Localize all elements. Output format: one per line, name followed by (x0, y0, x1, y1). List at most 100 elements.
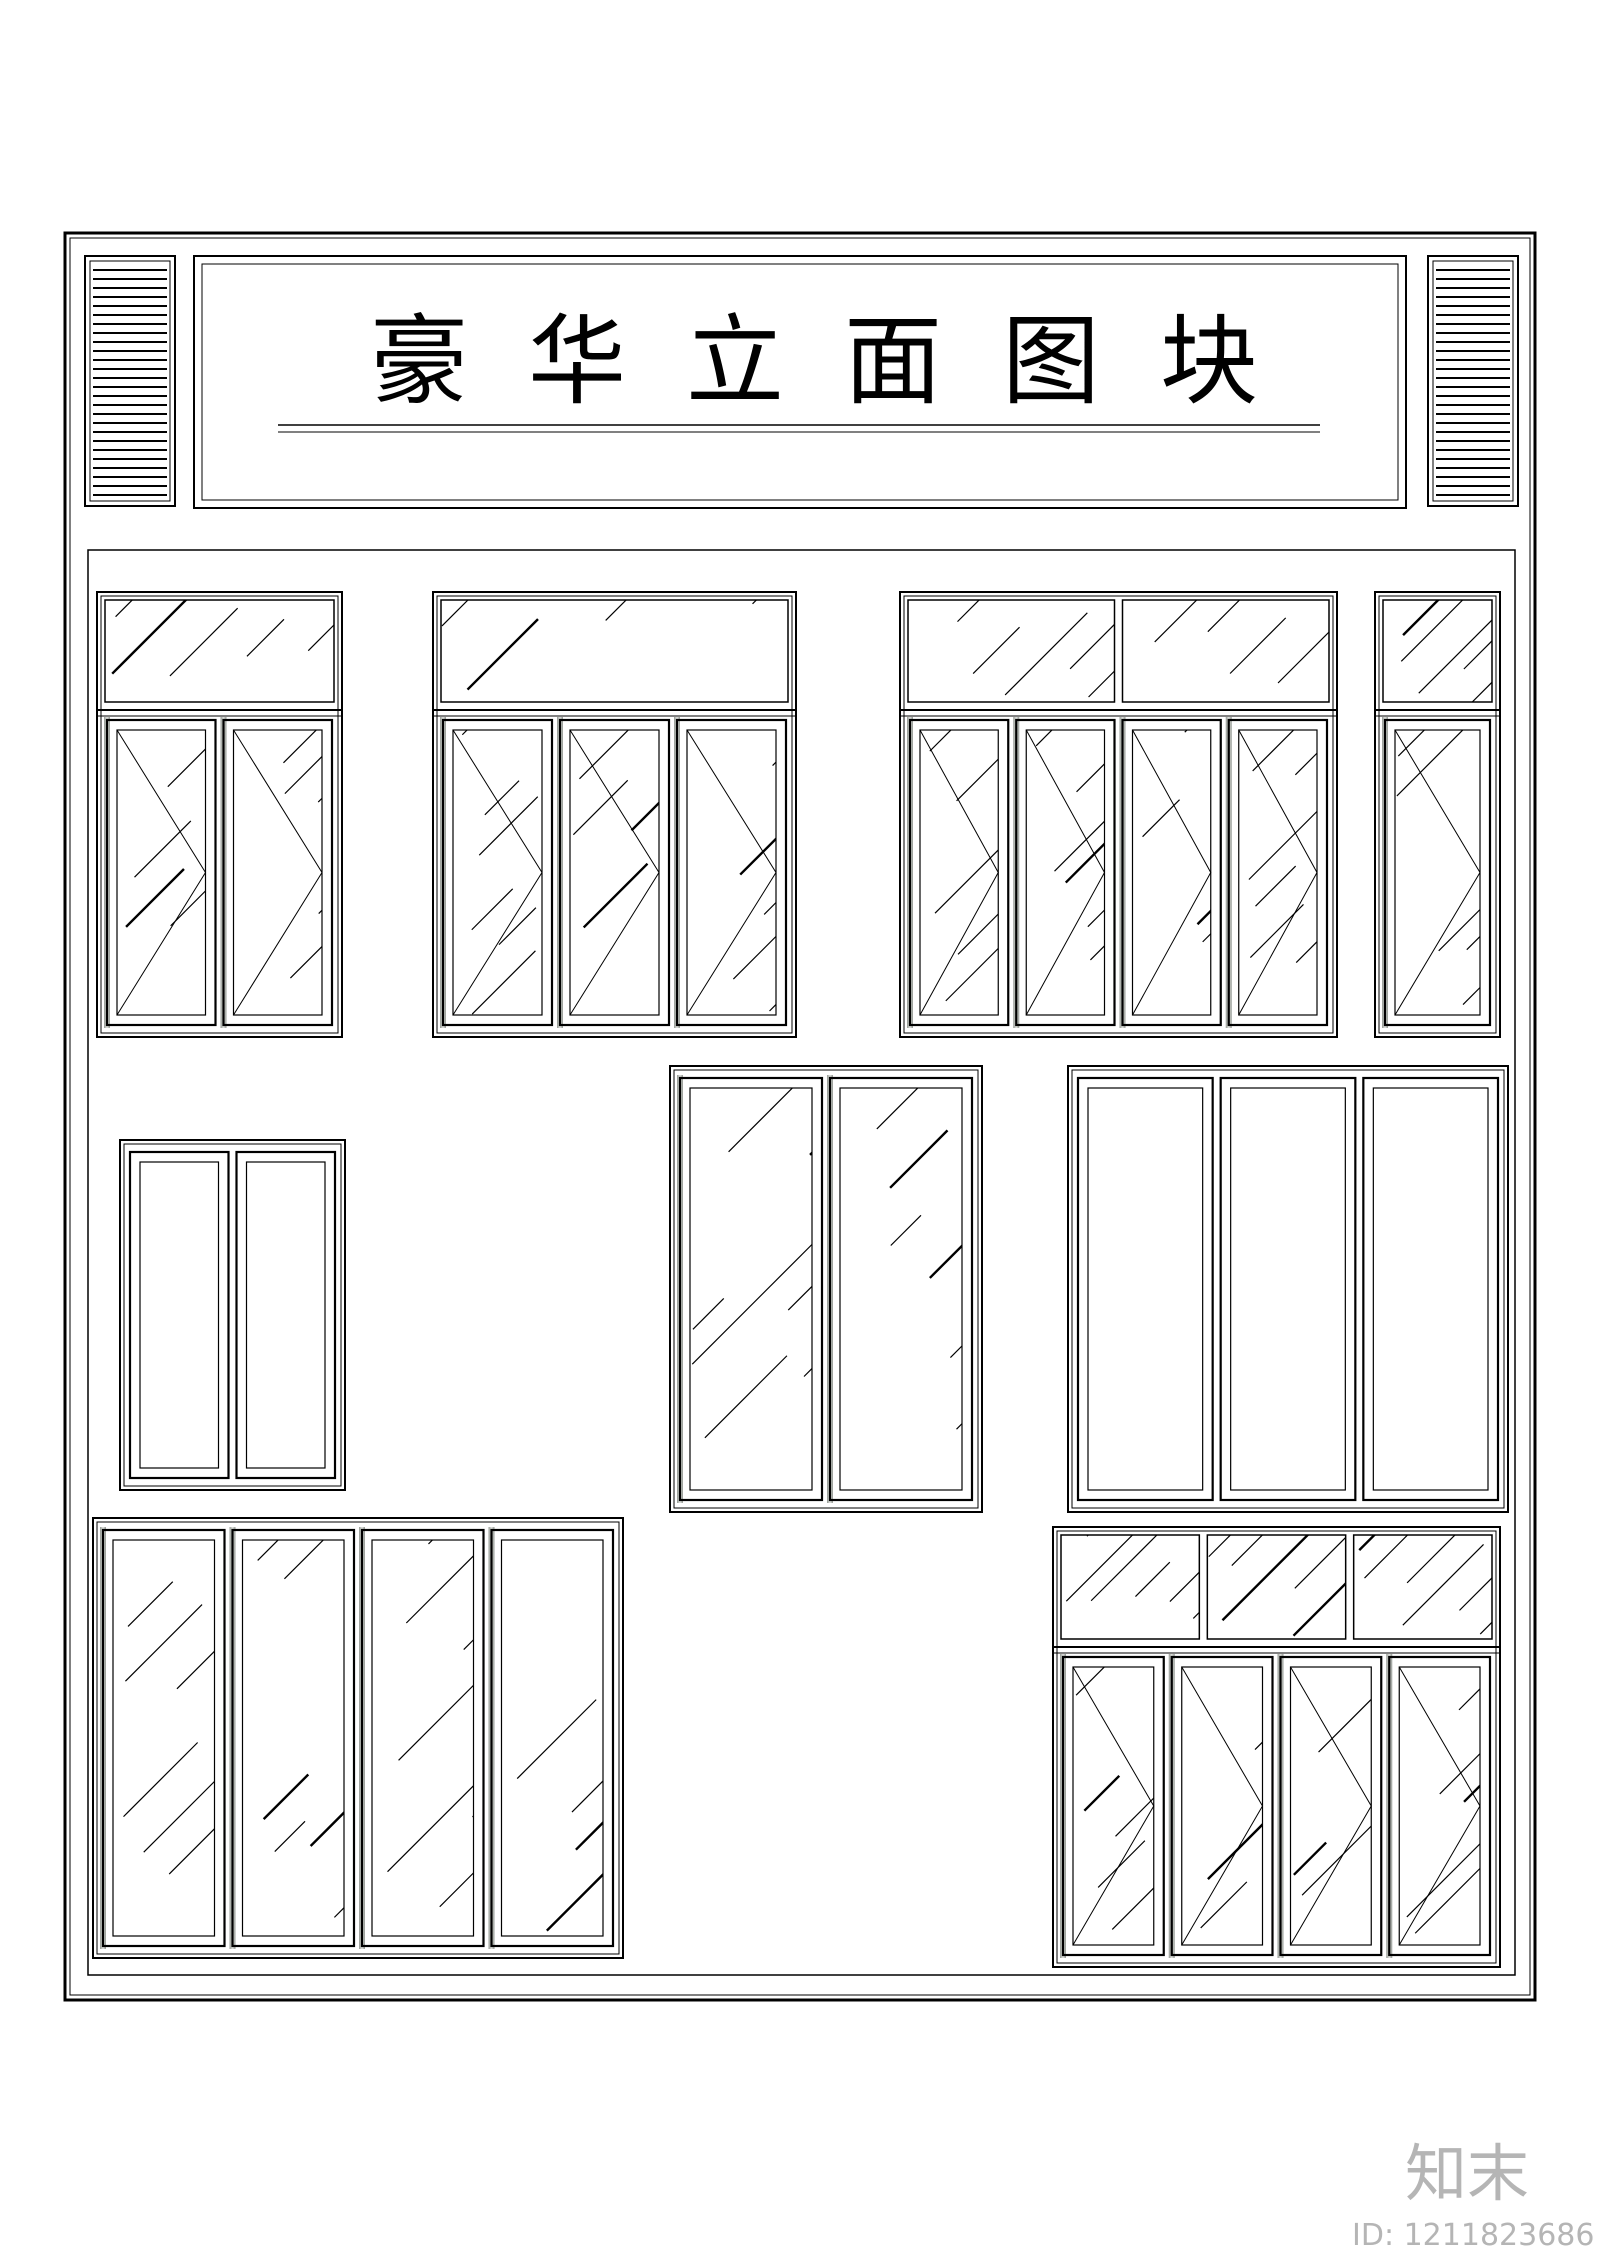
window-c (899, 591, 1338, 1038)
sash (1219, 1076, 1357, 1502)
glass-hatch (876, 1088, 962, 1430)
opening-indicator (1132, 729, 1212, 1016)
glass-pane (500, 1539, 604, 1937)
glass-pane (241, 1539, 345, 1937)
sash (1060, 1654, 1165, 1958)
transom-pane (1382, 599, 1493, 703)
glass-pane (569, 729, 660, 1016)
glass-pane (371, 1539, 475, 1937)
opening-indicator (1072, 1666, 1155, 1946)
sash (674, 717, 788, 1028)
glass-hatch (387, 1540, 474, 1908)
sash (907, 717, 1010, 1028)
glass-hatch (1400, 600, 1492, 702)
sheet-outer-border (63, 231, 1537, 2002)
opening-indicator (919, 729, 999, 1016)
glass-hatch (1065, 1535, 1200, 1619)
sash (440, 717, 554, 1028)
glass-pane (116, 729, 207, 1016)
glass-pane (1230, 1087, 1346, 1491)
glass-hatch (691, 1088, 812, 1439)
sash (359, 1527, 485, 1949)
sash (1119, 717, 1222, 1028)
glass-hatch (461, 730, 539, 1015)
glass-hatch (441, 600, 758, 691)
sash (1225, 717, 1329, 1028)
glass-hatch (1358, 1535, 1492, 1635)
glass-hatch (929, 730, 999, 1002)
glass-pane (245, 1161, 326, 1469)
opening-indicator (1025, 729, 1106, 1016)
window-frame (1052, 1526, 1501, 1968)
window-i (1052, 1526, 1501, 1968)
glass-hatch (1154, 600, 1329, 684)
glass-hatch (572, 730, 659, 929)
louver-vent-icon (84, 255, 176, 507)
glass-pane (1289, 1666, 1372, 1946)
sheet-inner-border (69, 237, 1531, 1996)
glass-hatch (957, 600, 1115, 698)
sash (100, 1527, 226, 1949)
window-e (119, 1139, 346, 1491)
window-frame (96, 591, 343, 1038)
window-frame (92, 1517, 624, 1959)
watermark-id: ID: 1211823686 (1352, 2218, 1594, 2253)
transom-pane (907, 599, 1116, 703)
transom-pane (1352, 1534, 1493, 1640)
opening-indicator (686, 729, 777, 1016)
glass-pane (1087, 1087, 1204, 1491)
glass-pane (1025, 729, 1106, 1016)
glass-pane (1398, 1666, 1481, 1946)
sash (1277, 1654, 1383, 1958)
sash (557, 717, 671, 1028)
title-panel: 豪华立面图块 (193, 255, 1407, 509)
glass-hatch (1208, 1535, 1346, 1637)
glass-pane (839, 1087, 963, 1491)
sash (1076, 1076, 1214, 1502)
sash (1382, 717, 1492, 1028)
glass-hatch (732, 761, 776, 1012)
glass-pane (689, 1087, 813, 1491)
sash (1168, 1654, 1274, 1958)
glass-hatch (1248, 730, 1317, 963)
glass-pane (1394, 729, 1481, 1016)
glass-hatch (1293, 1667, 1372, 1896)
glass-hatch (257, 1540, 344, 1918)
sash (235, 1150, 337, 1480)
transom-pane (440, 599, 789, 703)
glass-hatch (1200, 1741, 1263, 1929)
sash (1362, 1076, 1500, 1502)
window-frame (1374, 591, 1501, 1038)
window-frame (669, 1065, 983, 1513)
window-f (669, 1065, 983, 1513)
glass-pane (1181, 1666, 1264, 1946)
glass-hatch (1406, 1688, 1480, 1934)
sash (128, 1150, 230, 1480)
opening-indicator (569, 729, 660, 1016)
window-a (96, 591, 343, 1038)
sash (1386, 1654, 1492, 1958)
sash (104, 717, 217, 1028)
glass-hatch (123, 1581, 215, 1875)
window-frame (432, 591, 797, 1038)
page-title: 豪华立面图块 (370, 305, 1318, 419)
opening-indicator (1394, 729, 1481, 1016)
sash (677, 1075, 824, 1503)
opening-indicator (452, 729, 543, 1016)
window-d (1374, 591, 1501, 1038)
transom-pane (104, 599, 335, 703)
transom-pane (1060, 1534, 1201, 1640)
transom-pane (1206, 1534, 1347, 1640)
sash (488, 1527, 615, 1949)
opening-indicator (1290, 1666, 1372, 1946)
window-frame (899, 591, 1338, 1038)
opening-indicator (1398, 1666, 1481, 1946)
window-blocks (92, 591, 1509, 1968)
watermark-brand: 知末 (1405, 2137, 1529, 2210)
glass-pane (232, 729, 323, 1016)
glass-pane (112, 1539, 216, 1937)
sash (220, 717, 334, 1028)
sash (1013, 717, 1116, 1028)
window-h (92, 1517, 624, 1959)
